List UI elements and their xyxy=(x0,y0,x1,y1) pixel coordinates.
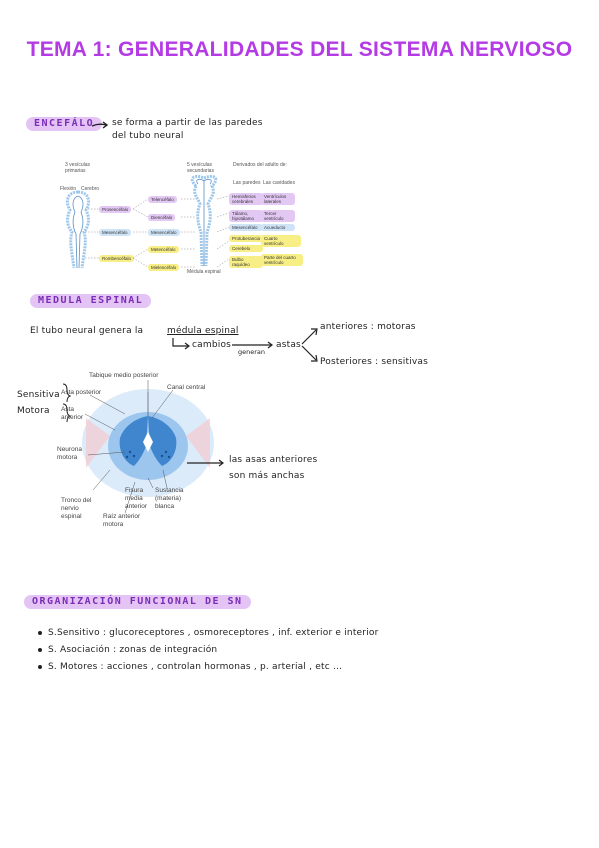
label-sustancia: Sustancia (materia) blanca xyxy=(155,487,184,510)
box-mielencefalo: Mielencéfalo xyxy=(148,264,180,271)
encefalo-note-line1: se forma a partir de las paredes xyxy=(112,118,263,128)
box-cav-tercer-ventriculo: Tercer ventrículo xyxy=(261,210,295,222)
list-item: S. Asociación : zonas de integración xyxy=(38,645,598,662)
label-asta-posterior: Asta posterior xyxy=(61,389,102,396)
label-fisura: Fisura media anterior xyxy=(125,487,148,510)
box-cav-cuarto-ventriculo: Cuarto ventrículo xyxy=(261,235,301,247)
col1-header: 3 vesículas primarias xyxy=(65,162,91,174)
long-arrow-icon xyxy=(232,341,273,349)
list-item: S. Motores : acciones , controlan hormon… xyxy=(38,662,598,679)
medula-posteriores: Posteriores : sensitivas xyxy=(320,357,429,367)
box-walls-mesencefalo: Mesencéfalo xyxy=(229,224,263,231)
label-asta-anterior: Asta anterior xyxy=(61,406,84,421)
side-label-motora: Motora xyxy=(17,406,50,416)
section-heading-medula: MEDULA ESPINAL xyxy=(30,294,152,308)
label-raiz: Raíz anterior motora xyxy=(103,513,141,528)
list-item: S.Sensitivo : glucoreceptores , osmorece… xyxy=(38,628,598,645)
bullet-icon xyxy=(38,664,42,669)
box-rombencefalo: Rombencéfalo xyxy=(99,255,135,262)
medula-line1-a: El tubo neural genera la xyxy=(30,326,144,336)
label-neurona-motora: Neurona motora xyxy=(57,446,82,461)
organizacion-item-text: S.Sensitivo : glucoreceptores , osmorece… xyxy=(48,628,379,638)
diagram2-leader-lines xyxy=(84,380,174,514)
vesicles-diagram: 3 vesículas primarias 5 vesículas secund… xyxy=(55,162,305,277)
diagram2-note-line2: son más anchas xyxy=(229,471,305,481)
neural-tube-secondary-illustration xyxy=(190,174,218,267)
box-walls-hemisferios: Hemisferios cerebrales xyxy=(229,193,263,205)
label-flexion: Flexión xyxy=(60,186,77,192)
box-walls-protuberancia: Protuberancia xyxy=(229,235,263,242)
encefalo-note-line2: del tubo neural xyxy=(112,131,184,141)
box-walls-talamo: Tálamo, hipotálamo xyxy=(229,210,263,222)
box-mesencefalo-secondary: Mesencéfalo xyxy=(148,229,180,236)
arrow-right-icon xyxy=(91,121,109,129)
box-cav-acueducto: Acueducto xyxy=(261,224,295,231)
branch-arrows-icon xyxy=(301,328,318,362)
box-diencefalo: Diencéfalo xyxy=(148,214,176,221)
spinal-cord-illustration xyxy=(82,389,214,497)
medula-cambios: cambios xyxy=(192,340,232,350)
spinal-cord-diagram: Tabique medio posterior Asta posterior C… xyxy=(55,370,220,530)
medula-generan: generan xyxy=(238,348,266,356)
neural-tube-primary-illustration xyxy=(65,190,91,269)
medula-astas: astas xyxy=(276,340,301,350)
box-cav-parte-cuarto: Parte del cuarto ventrículo xyxy=(261,254,303,266)
box-telencefalo: Telencéfalo xyxy=(148,196,177,203)
connector-lines xyxy=(85,195,230,268)
box-metencefalo: Metencéfalo xyxy=(148,246,179,253)
col3-sub-cavities: Las cavidades xyxy=(263,180,295,186)
box-walls-cerebelo: Cerebelo xyxy=(229,245,263,252)
corner-arrow-icon xyxy=(172,338,190,350)
section-heading-encefalo: ENCEFÁLO xyxy=(26,117,103,131)
bullet-icon xyxy=(38,630,42,635)
section-heading-organizacion: ORGANIZACIÓN FUNCIONAL DE SN xyxy=(24,595,251,609)
medula-line1-b: médula espinal xyxy=(167,326,239,336)
box-prosencefalo: Prosencéfalo xyxy=(99,206,132,213)
brace-icon xyxy=(62,383,71,423)
box-mesencefalo-primary: Mesencéfalo xyxy=(99,229,131,236)
page-title: TEMA 1: GENERALIDADES DEL SISTEMA NERVIO… xyxy=(26,38,573,61)
label-tabique: Tabique medio posterior xyxy=(89,372,159,379)
diagram2-note-line1: las asas anteriores xyxy=(229,455,318,465)
bullet-icon xyxy=(38,647,42,652)
box-walls-bulbo: Bulbo raquídeo xyxy=(229,256,263,268)
col2-header: 5 vesículas secundarias xyxy=(187,162,214,174)
arrow-right-icon-2 xyxy=(187,459,224,467)
label-medula-bottom: Médula espinal xyxy=(187,269,221,275)
label-tronco: Tronco del nervio espinal xyxy=(61,497,92,520)
col3-header: Derivados del adulto de: xyxy=(233,162,287,168)
label-cerebro: Cerebro xyxy=(81,186,100,192)
organizacion-list: S.Sensitivo : glucoreceptores , osmorece… xyxy=(38,628,598,679)
organizacion-item-text: S. Asociación : zonas de integración xyxy=(48,645,218,655)
side-label-sensitiva: Sensitiva xyxy=(17,390,60,400)
organizacion-item-text: S. Motores : acciones , controlan hormon… xyxy=(48,662,343,672)
col3-sub-walls: Las paredes xyxy=(233,180,261,186)
box-cav-ventriculos-laterales: Ventrículos laterales xyxy=(261,193,295,205)
label-canal-central: Canal central xyxy=(167,384,206,391)
medula-anteriores: anteriores : motoras xyxy=(320,322,416,332)
